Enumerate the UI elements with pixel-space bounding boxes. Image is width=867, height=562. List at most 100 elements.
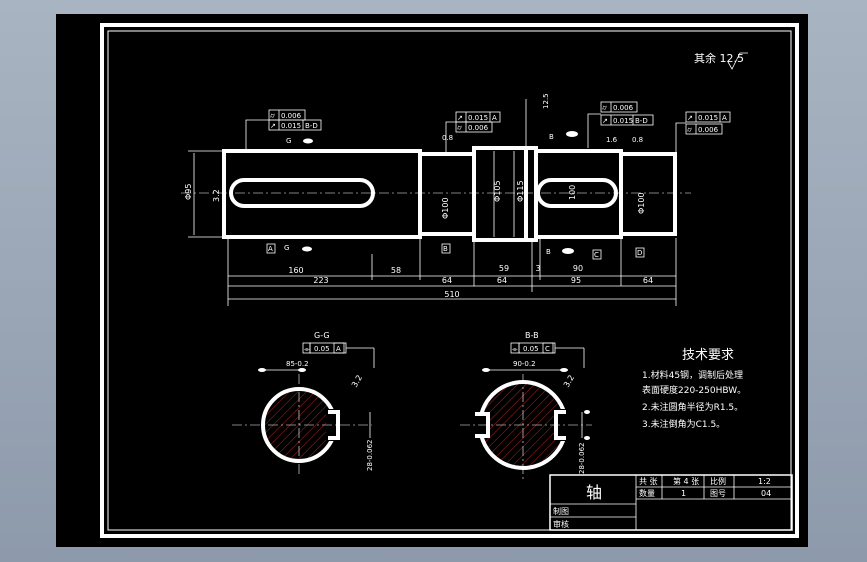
tech-req-title: 技术要求	[682, 348, 734, 363]
dimension-chain-1: 160 58 59 3 90	[227, 238, 677, 306]
roughness-symbol	[727, 52, 748, 70]
tol-frame-5: ⌭ 0.006	[600, 101, 638, 113]
svg-text:⌯: ⌯	[304, 345, 310, 353]
svg-text:⌭: ⌭	[687, 126, 692, 134]
svg-text:A: A	[492, 114, 497, 122]
svg-text:64: 64	[643, 276, 653, 285]
svg-text:B: B	[443, 245, 448, 253]
svg-text:↗: ↗	[687, 114, 693, 122]
svg-text:0.006: 0.006	[613, 104, 634, 112]
svg-text:⌭: ⌭	[602, 104, 607, 112]
keyway-right	[536, 178, 618, 208]
svg-text:0.006: 0.006	[698, 126, 719, 134]
tol-frame-6: ↗ 0.015 B-D	[600, 114, 654, 126]
svg-text:0.015: 0.015	[281, 122, 301, 130]
tol-frame-1: ⌭ 0.006	[268, 109, 306, 121]
dimension-chain-2: 223 64 64 95 64	[228, 276, 676, 287]
dimension-chain-3: 510	[228, 290, 676, 300]
svg-text:Φ100: Φ100	[441, 197, 450, 219]
svg-text:B: B	[546, 248, 551, 256]
svg-text:3.2: 3.2	[562, 373, 576, 389]
svg-text:0.8: 0.8	[632, 136, 643, 144]
svg-text:↗: ↗	[270, 122, 276, 130]
svg-text:制图: 制图	[553, 506, 569, 516]
sheet-outer-border	[100, 23, 799, 538]
svg-text:C: C	[545, 345, 550, 353]
svg-text:C: C	[594, 251, 599, 259]
svg-text:A: A	[722, 114, 727, 122]
svg-text:12.5: 12.5	[542, 93, 550, 109]
svg-text:3: 3	[535, 264, 540, 273]
svg-text:64: 64	[442, 276, 452, 285]
leader-lines	[245, 99, 686, 154]
svg-text:0.015: 0.015	[468, 114, 488, 122]
part-name: 轴	[586, 483, 602, 502]
svg-text:⌭: ⌭	[270, 112, 275, 120]
tol-frame-2: ↗ 0.015 B-D	[268, 119, 322, 131]
svg-text:0.006: 0.006	[281, 112, 302, 120]
svg-text:95: 95	[571, 276, 581, 285]
tech-req-item: 1.材料45钢，调制后处理	[642, 369, 743, 381]
svg-text:G: G	[286, 137, 291, 145]
svg-text:3.2: 3.2	[212, 189, 221, 202]
svg-text:04: 04	[761, 489, 771, 498]
svg-text:A: A	[268, 245, 273, 253]
section-bb: B-B ⌯ 0.05 C 90-0.2 28-0.062 3.2	[460, 331, 592, 480]
svg-text:G-G: G-G	[314, 331, 330, 340]
svg-text:审核: 审核	[553, 519, 569, 529]
datum-markers: A B C D G G B B	[266, 131, 645, 260]
svg-text:G: G	[284, 244, 289, 252]
svg-text:B-D: B-D	[635, 117, 648, 125]
svg-text:↗: ↗	[457, 114, 463, 122]
svg-text:59: 59	[499, 264, 509, 273]
shaft-outline	[222, 146, 677, 242]
tech-requirements: 技术要求 1.材料45钢，调制后处理 表面硬度220-250HBW。 2.未注圆…	[642, 348, 746, 430]
svg-text:Φ95: Φ95	[184, 184, 193, 200]
title-block: 轴 共 张 第 4 张 比例 1:2 数量 1 图号 04 制图 审核	[549, 474, 793, 531]
cad-viewport[interactable]: 其余 12.5 Φ95 3.2 Φ100 Φ105 Φ115 Φ100 100	[56, 14, 808, 547]
svg-text:B-B: B-B	[525, 331, 539, 340]
svg-text:共 张: 共 张	[639, 477, 658, 486]
svg-text:510: 510	[444, 290, 459, 299]
svg-text:1: 1	[681, 489, 686, 498]
svg-text:160: 160	[288, 266, 303, 275]
svg-text:0.015: 0.015	[698, 114, 718, 122]
tol-frame-8: ⌭ 0.006	[685, 123, 723, 135]
tolerance-frames-top: ⌭ 0.006 ↗ 0.015 B-D ↗ 0.015 A ⌭ 0.006	[268, 101, 731, 135]
svg-text:3.2: 3.2	[350, 373, 364, 389]
svg-text:⌭: ⌭	[457, 124, 462, 132]
svg-text:28-0.062: 28-0.062	[578, 443, 586, 474]
tech-req-item: 3.未注倒角为C1.5。	[642, 418, 725, 430]
svg-text:第 4 张: 第 4 张	[673, 476, 699, 486]
diameter-labels: Φ95 3.2 Φ100 Φ105 Φ115 Φ100 100	[184, 180, 646, 219]
svg-text:Φ100: Φ100	[637, 192, 646, 214]
svg-text:D: D	[637, 249, 642, 257]
svg-text:↗: ↗	[602, 117, 608, 125]
svg-text:64: 64	[497, 276, 507, 285]
svg-text:223: 223	[313, 276, 328, 285]
svg-text:0.8: 0.8	[442, 134, 453, 142]
svg-text:28-0.062: 28-0.062	[366, 440, 374, 471]
svg-text:90: 90	[573, 264, 583, 273]
svg-text:Φ105: Φ105	[493, 180, 502, 202]
roughness-tags: 0.8 12.5 0.8 1.6	[442, 93, 643, 144]
svg-text:90-0.2: 90-0.2	[513, 360, 536, 368]
section-gg: G-G ⌯ 0.05 A 85-0.2 28-0.062 3.2	[232, 331, 375, 476]
svg-text:Φ115: Φ115	[516, 180, 525, 202]
svg-text:B-D: B-D	[305, 122, 318, 130]
svg-text:比例: 比例	[710, 476, 726, 486]
svg-text:图号: 图号	[710, 489, 726, 498]
tol-frame-7: ↗ 0.015 A	[685, 111, 731, 123]
svg-text:1:2: 1:2	[758, 477, 771, 486]
svg-text:数量: 数量	[639, 488, 655, 498]
tech-req-item: 2.未注圆角半径为R1.5。	[642, 401, 743, 413]
sheet-inner-border	[107, 30, 792, 531]
svg-text:0.015: 0.015	[613, 117, 633, 125]
svg-text:0.006: 0.006	[468, 124, 489, 132]
tol-frame-4: ⌭ 0.006	[455, 121, 493, 133]
surface-finish-note: 其余 12.5	[694, 51, 744, 65]
svg-text:58: 58	[391, 266, 401, 275]
svg-text:0.05: 0.05	[314, 345, 330, 353]
svg-text:A: A	[336, 345, 341, 353]
svg-text:0.05: 0.05	[523, 345, 539, 353]
